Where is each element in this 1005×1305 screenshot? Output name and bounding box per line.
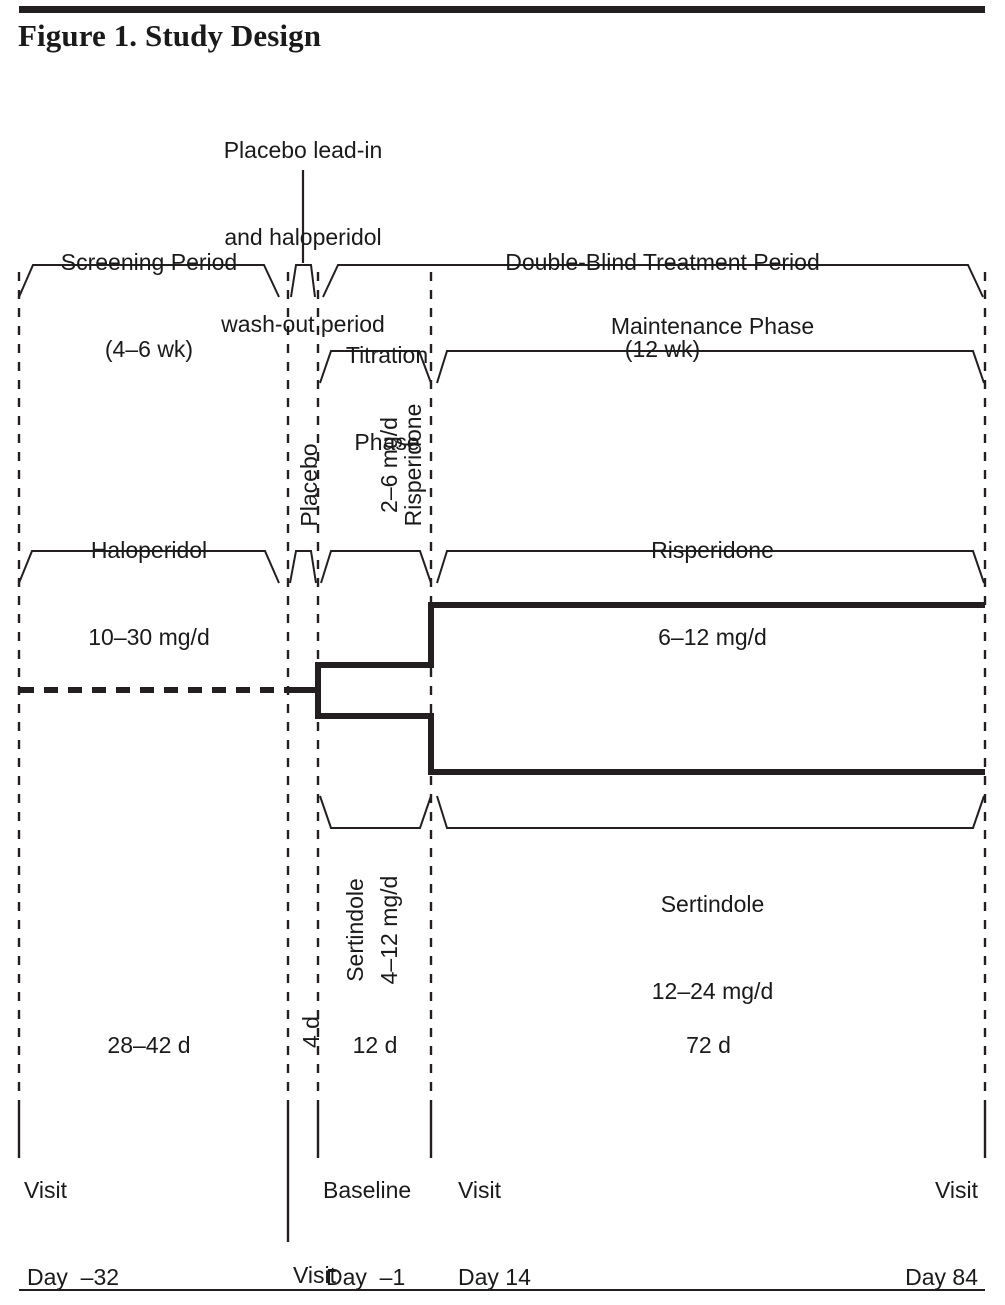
arm-sertindole-maintenance-label: Sertindole 12–24 mg/d xyxy=(450,832,975,1064)
arm-sertindole-titration-label: Sertindole xyxy=(342,878,368,982)
visit-day-minus-32-day: Day –32 xyxy=(27,1264,120,1290)
double-blind-period-name: Double-Blind Treatment Period xyxy=(505,249,820,275)
duration-screening: 28–42 d xyxy=(107,1032,191,1058)
visit-day-minus-32-kind: Visit xyxy=(24,1177,68,1203)
titration-phase-line-1: Titration xyxy=(345,342,429,368)
visit-day-minus-32: Visit Day –32 xyxy=(24,1118,244,1305)
maintenance-phase-label: Maintenance Phase xyxy=(610,313,815,339)
washout-callout-line-1: Placebo lead-in xyxy=(223,137,383,163)
duration-maintenance: 72 d xyxy=(686,1032,731,1058)
arm-haloperidol-drug: Haloperidol xyxy=(90,537,208,563)
arm-risperidone-maintenance-drug: Risperidone xyxy=(651,537,774,563)
visit-day-14-day: Day 14 xyxy=(458,1264,531,1290)
screening-period-label: Screening Period (4–6 wk) xyxy=(19,190,279,422)
arm-sertindole-maintenance-drug: Sertindole xyxy=(660,891,765,917)
brace-risperidone-titration xyxy=(320,550,432,584)
screening-period-duration: (4–6 wk) xyxy=(104,336,194,362)
arm-haloperidol-label: Haloperidol 10–30 mg/d xyxy=(19,478,279,710)
visit-day-minus-4: Visit Day –4 xyxy=(293,1203,513,1305)
arm-sertindole-titration-dose-label: 4–12 mg/d xyxy=(376,875,402,985)
titration-phase-line-2: Phase xyxy=(354,429,420,455)
arm-haloperidol-dose: 10–30 mg/d xyxy=(88,624,210,650)
visit-baseline-kind: Baseline xyxy=(323,1177,412,1203)
washout-callout-line-3: wash-out period xyxy=(221,311,385,337)
arm-sertindole-maintenance-dose: 12–24 mg/d xyxy=(651,978,774,1004)
visit-day-minus-4-kind: Visit xyxy=(293,1262,337,1288)
double-blind-period-label: Double-Blind Treatment Period (12 wk) xyxy=(400,190,925,422)
titration-phase-label: Titration Phase xyxy=(323,283,451,515)
brace-sertindole-titration xyxy=(319,795,432,829)
top-rule xyxy=(19,6,985,13)
washout-callout-text: Placebo lead-in and haloperidol wash-out… xyxy=(163,78,443,397)
arm-risperidone-titration-dose-label: 2–6 mg/d xyxy=(376,417,402,513)
visit-baseline-day: Day –1 xyxy=(326,1264,406,1290)
page-title: Figure 1. Study Design xyxy=(18,18,322,53)
bottom-rule xyxy=(19,1289,985,1291)
double-blind-period-duration: (12 wk) xyxy=(624,336,701,362)
visit-day-84: Visit Day 84 xyxy=(760,1118,978,1305)
duration-titration: 12 d xyxy=(352,1032,398,1058)
washout-callout-line-2: and haloperidol xyxy=(224,224,382,250)
visit-day-14: Visit Day 14 xyxy=(458,1118,678,1305)
arm-risperidone-maintenance-dose: 6–12 mg/d xyxy=(658,624,767,650)
brace-placebo xyxy=(289,550,317,584)
arm-risperidone-maintenance-label: Risperidone 6–12 mg/d xyxy=(450,478,975,710)
arm-placebo-label: Placebo xyxy=(296,443,322,527)
visit-day-84-day: Day 84 xyxy=(905,1264,978,1290)
visit-day-14-kind: Visit xyxy=(458,1177,502,1203)
brace-sertindole-maintenance xyxy=(436,795,985,829)
visit-day-84-kind: Visit xyxy=(934,1177,978,1203)
visit-baseline: Baseline Day –1 xyxy=(323,1118,543,1305)
screening-period-name: Screening Period xyxy=(60,249,238,275)
